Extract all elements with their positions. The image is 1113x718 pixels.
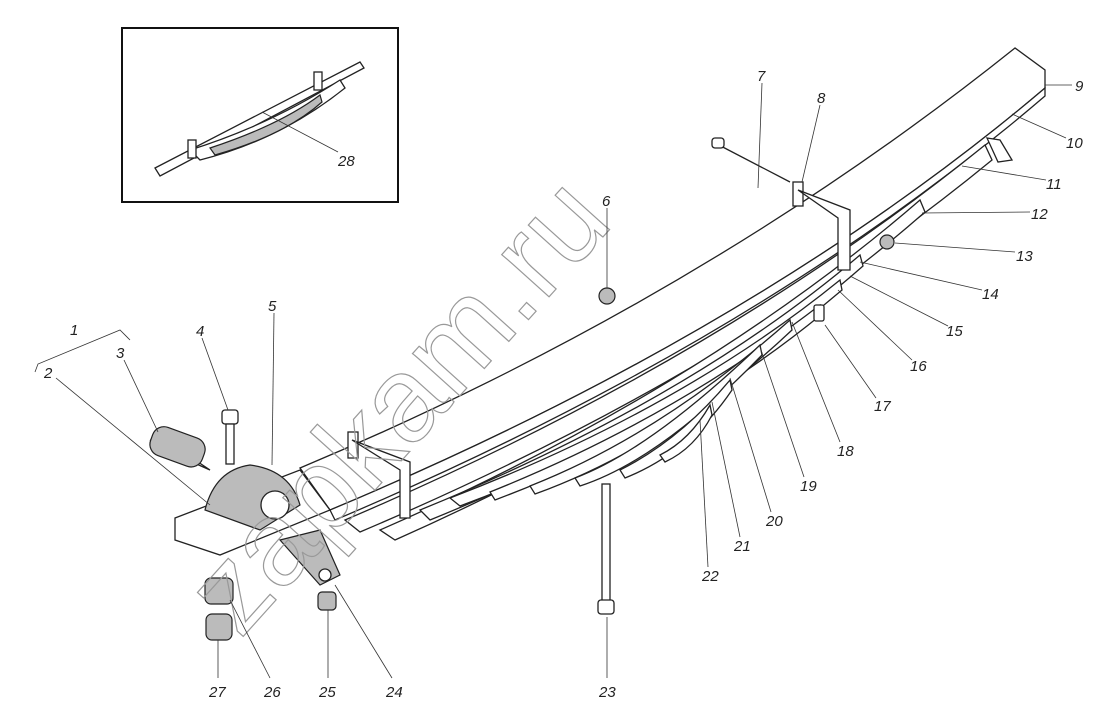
label-8: 8 [817,90,826,107]
label-20: 20 [765,513,783,530]
label-25: 25 [318,684,336,701]
label-26: 26 [263,684,281,701]
label-27: 27 [208,684,226,701]
label-22: 22 [701,568,719,585]
label-12: 12 [1031,206,1048,223]
label-19: 19 [800,478,817,495]
label-21: 21 [733,538,751,555]
inset-assembled-spring [121,27,399,203]
label-14: 14 [982,286,999,303]
label-6: 6 [602,193,611,210]
part-labels: 1 2 3 4 5 6 7 8 9 10 11 12 13 14 15 16 1… [43,68,1084,701]
label-16: 16 [910,358,927,375]
label-28: 28 [337,153,355,170]
label-11: 11 [1046,176,1062,193]
label-18: 18 [837,443,854,460]
label-24: 24 [385,684,403,701]
label-10: 10 [1066,135,1083,152]
leader-lines [34,82,1072,679]
label-4: 4 [196,323,204,340]
loose-parts [149,137,895,641]
label-3: 3 [116,345,125,362]
label-23: 23 [598,684,616,701]
label-7: 7 [757,68,766,85]
label-5: 5 [268,298,277,315]
label-2: 2 [43,365,53,382]
label-17: 17 [874,398,891,415]
clips [347,137,1014,519]
label-13: 13 [1016,248,1033,265]
label-15: 15 [946,323,963,340]
label-9: 9 [1075,78,1084,95]
label-1: 1 [70,322,78,339]
